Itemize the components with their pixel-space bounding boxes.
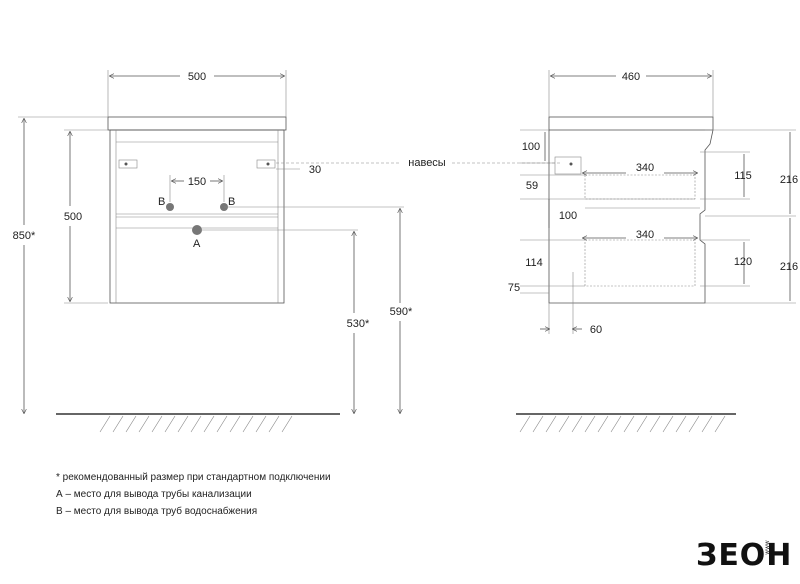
note-recommended: * рекомендованный размер при стандартном… <box>56 472 331 483</box>
dim-drawer-top-115: 115 <box>734 170 752 182</box>
notes-block: * рекомендованный размер при стандартном… <box>56 469 331 520</box>
front-label-a: A <box>193 238 201 250</box>
front-countertop <box>107 116 287 131</box>
front-water-pipe-left <box>166 203 174 211</box>
dim-water-height: 590* <box>390 306 413 318</box>
dim-bottom-75: 75 <box>508 282 520 294</box>
front-drain-pipe <box>192 225 202 235</box>
front-view: B B A 500 500 850* 150 30 530* <box>13 70 413 433</box>
front-floor-hatch <box>99 415 293 433</box>
side-lower-drawer <box>584 239 696 287</box>
dim-drawer-height-216-bottom: 216 <box>780 261 798 273</box>
dim-top-offset: 100 <box>522 141 540 153</box>
dim-hinge-offset: 30 <box>309 164 321 176</box>
side-cabinet-body <box>548 129 714 304</box>
side-upper-drawer <box>584 174 696 200</box>
front-cabinet-body <box>109 129 285 304</box>
side-floor-hatch <box>519 415 726 433</box>
hinges-label: навесы <box>408 157 446 169</box>
dim-shelf-100: 100 <box>559 210 577 222</box>
dim-front-height: 500 <box>64 211 82 223</box>
brand-logo: ЗЕОН <box>696 538 793 573</box>
dim-back-114: 114 <box>525 257 543 269</box>
front-hinge-left <box>118 159 138 169</box>
front-label-b-left: B <box>158 196 165 208</box>
dim-total-height: 850* <box>13 230 36 242</box>
dim-drawer-bottom-120: 120 <box>734 256 752 268</box>
brand-logo-subtext: www <box>765 540 771 555</box>
dim-gap-59: 59 <box>526 180 538 192</box>
dim-front-width: 500 <box>188 71 206 83</box>
side-hinge <box>554 156 582 175</box>
side-countertop <box>548 116 714 131</box>
side-view: 460 100 340 59 100 340 115 216 <box>508 70 798 433</box>
dim-inner-depth-bottom: 340 <box>636 229 654 241</box>
note-water: В – место для вывода труб водоснабжения <box>56 506 258 517</box>
dim-recess-60: 60 <box>590 324 602 336</box>
note-drain: А – место для вывода трубы канализации <box>56 489 252 500</box>
dim-drain-height: 530* <box>347 318 370 330</box>
dim-pipe-spacing: 150 <box>188 176 206 188</box>
front-hinge-right <box>256 159 276 169</box>
dim-side-depth: 460 <box>622 71 640 83</box>
dim-inner-depth-top: 340 <box>636 162 654 174</box>
front-label-b-right: B <box>228 196 235 208</box>
dim-drawer-height-216-top: 216 <box>780 174 798 186</box>
